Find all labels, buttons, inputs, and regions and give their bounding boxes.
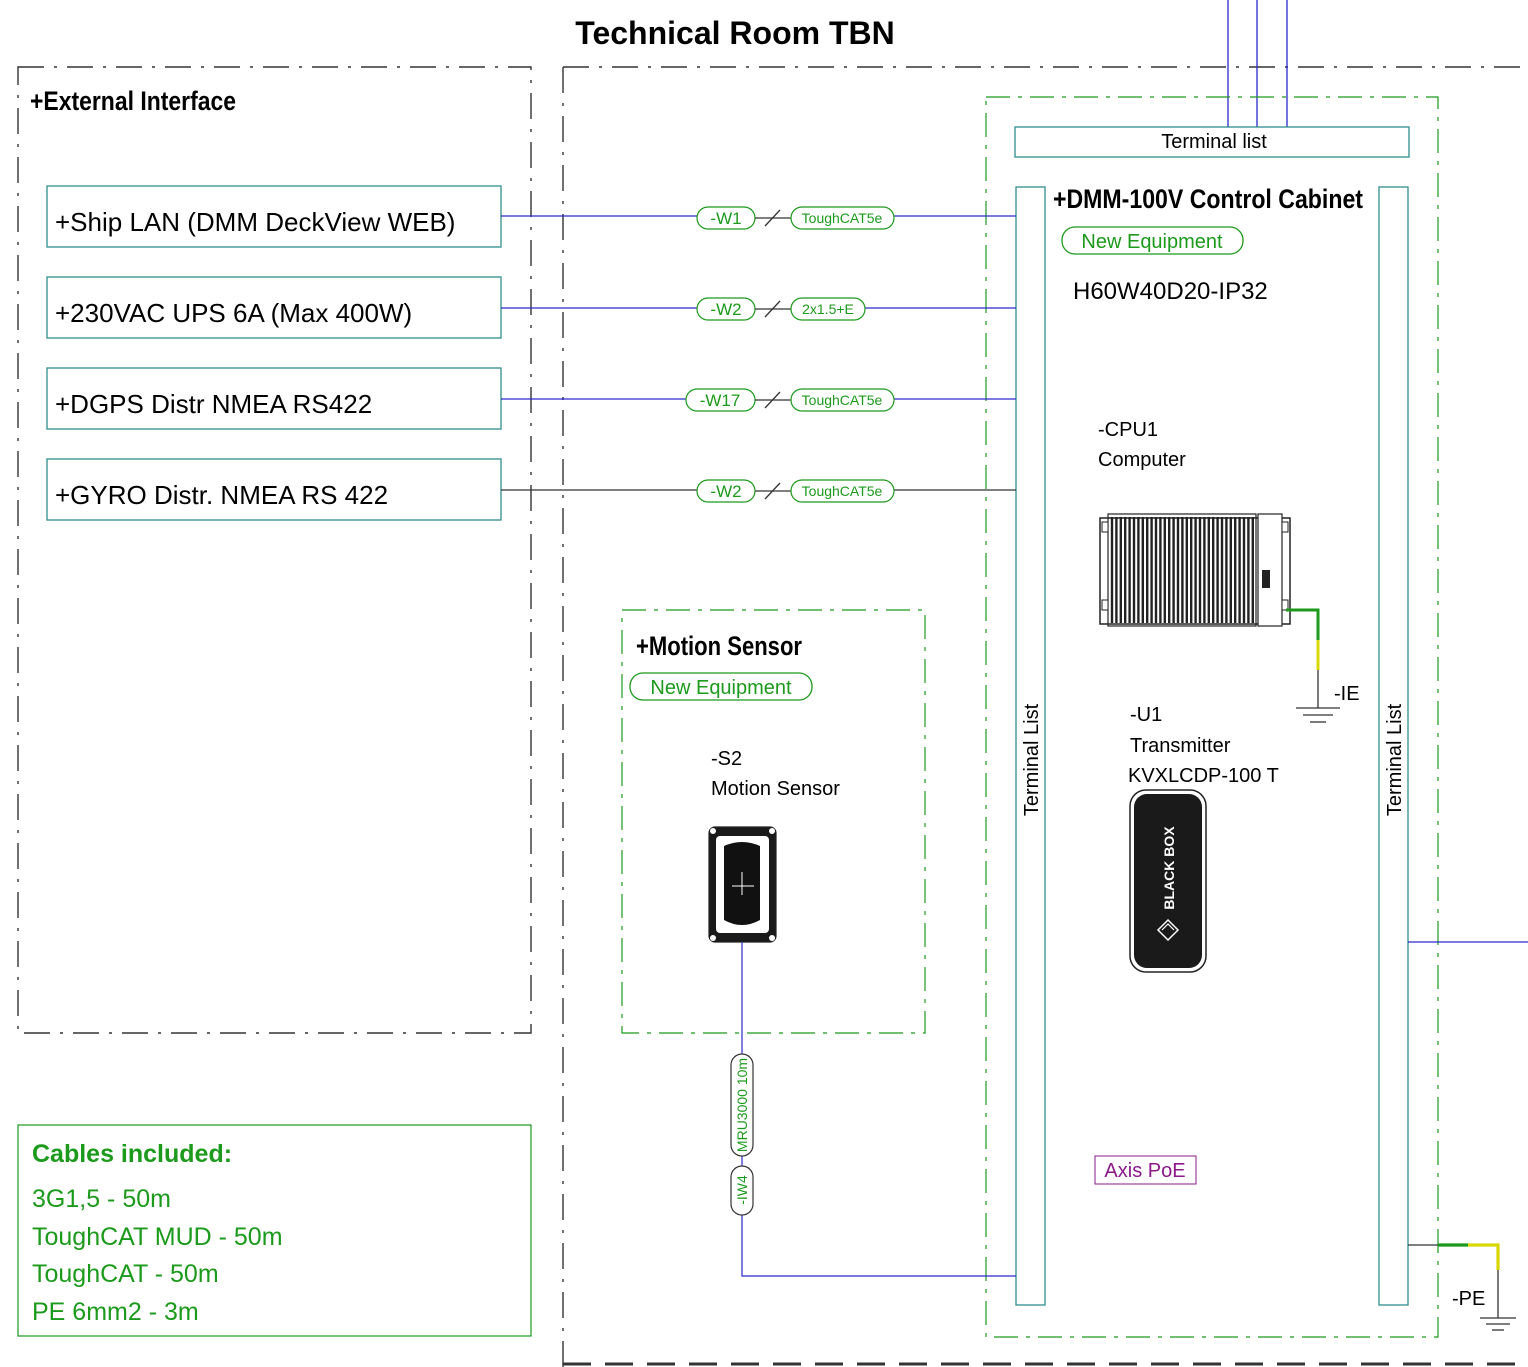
cabinet-spec: H60W40D20-IP32 <box>1073 278 1268 305</box>
cable-w1-type-frame <box>790 206 895 230</box>
cable-w17-slash <box>764 391 781 409</box>
cable-w1-type: ToughCAT5e <box>802 210 883 226</box>
cabinet-badge-frame <box>1061 226 1244 255</box>
ext-label-ship-lan: +Ship LAN (DMM DeckView WEB) <box>55 207 455 237</box>
cables-included-item: ToughCAT MUD - 50m <box>32 1223 283 1251</box>
pe-label: -PE <box>1452 1288 1485 1310</box>
cabinet-badge: New Equipment <box>1081 231 1223 253</box>
terminal-bar-left-label: Terminal List <box>1021 703 1043 816</box>
cables-included-box <box>17 1124 532 1337</box>
poe-label: Axis PoE <box>1104 1160 1185 1182</box>
cables-included-heading: Cables included: <box>32 1140 232 1168</box>
motion-cable-type-frame <box>730 1053 754 1157</box>
cpu-ground-label: -IE <box>1334 683 1360 705</box>
terminal-bar-right <box>1378 186 1409 1306</box>
cpu-tag: -CPU1 <box>1098 419 1158 441</box>
transmitter-brand: BLACK BOX <box>1161 826 1177 910</box>
motion-cable-wire <box>741 942 1016 1277</box>
ext-box-gyro <box>46 458 502 521</box>
cable-w2-type-frame <box>790 297 866 321</box>
cable-w2b-type-frame <box>790 479 895 503</box>
motion-tag: -S2 <box>711 748 742 770</box>
motion-cable-type: MRU3000 10m <box>734 1058 750 1152</box>
terminal-bar-left <box>1015 186 1046 1306</box>
cable-w1: -W1 ToughCAT5e <box>696 206 895 230</box>
cable-w17-id: -W17 <box>700 391 741 410</box>
pe-ground-wire <box>1408 1243 1500 1318</box>
ext-box-dgps <box>46 367 502 430</box>
riser-lines <box>1227 0 1288 127</box>
ext-label-gyro: +GYRO Distr. NMEA RS 422 <box>55 480 388 510</box>
cables-included-item: 3G1,5 - 50m <box>32 1185 171 1213</box>
motion-cable-id-frame <box>730 1165 754 1216</box>
cable-w2-type: 2x1.5+E <box>802 301 854 317</box>
motion-badge: New Equipment <box>650 677 792 699</box>
cpu-name: Computer <box>1098 449 1186 471</box>
cables-included-item: PE 6mm2 - 3m <box>32 1298 199 1326</box>
external-interface-heading: +External Interface <box>30 86 236 116</box>
transmitter-tag: -U1 <box>1130 704 1162 726</box>
ext-label-ups: +230VAC UPS 6A (Max 400W) <box>55 298 412 328</box>
cable-w17-type: ToughCAT5e <box>802 392 883 408</box>
terminal-list-top <box>1014 126 1410 158</box>
cpu-ground-wire <box>1286 608 1320 708</box>
cable-w17: -W17 ToughCAT5e <box>685 388 895 412</box>
ext-label-dgps: +DGPS Distr NMEA RS422 <box>55 389 372 419</box>
cable-w2-power: -W2 2x1.5+E <box>696 297 866 321</box>
motion-name: Motion Sensor <box>711 778 840 800</box>
poe-frame <box>1094 1155 1197 1185</box>
cables-included-item: ToughCAT - 50m <box>32 1260 219 1288</box>
cpu-ground-icon <box>1296 707 1340 723</box>
cable-w1-id: -W1 <box>710 209 741 228</box>
technical-room-border <box>562 66 1528 1367</box>
motion-cable-id: -IW4 <box>734 1175 750 1205</box>
cable-w2b-id: -W2 <box>710 482 741 501</box>
cable-w2-id: -W2 <box>710 300 741 319</box>
motion-badge-frame <box>629 672 813 701</box>
connection-wires <box>501 215 1016 491</box>
terminal-list-top-label: Terminal list <box>1161 131 1267 153</box>
cable-w2b-type: ToughCAT5e <box>802 483 883 499</box>
cabinet-border <box>985 96 1439 1338</box>
pe-ground-icon <box>1480 1317 1516 1331</box>
transmitter-model: KVXLCDP-100 T <box>1128 765 1279 787</box>
motion-sensor-icon <box>708 826 777 943</box>
transmitter-name: Transmitter <box>1130 735 1231 757</box>
cabinet-heading: +DMM-100V Control Cabinet <box>1053 184 1363 214</box>
computer-icon <box>1099 513 1291 627</box>
page-title: Technical Room TBN <box>575 15 894 51</box>
motion-sensor-border <box>621 609 926 1034</box>
cable-w2-gyro: -W2 ToughCAT5e <box>696 479 895 503</box>
transmitter-icon: BLACK BOX <box>1129 789 1207 973</box>
cable-w17-type-frame <box>790 388 895 412</box>
external-items: +Ship LAN (DMM DeckView WEB) +230VAC UPS… <box>46 185 502 521</box>
cable-w2-slash <box>764 300 781 318</box>
terminal-bar-right-label: Terminal List <box>1384 703 1406 816</box>
cable-w2b-slash <box>764 482 781 500</box>
motion-heading: +Motion Sensor <box>636 631 802 661</box>
external-interface-border <box>17 66 532 1034</box>
ext-box-ship-lan <box>46 185 502 248</box>
ext-box-ups <box>46 276 502 339</box>
